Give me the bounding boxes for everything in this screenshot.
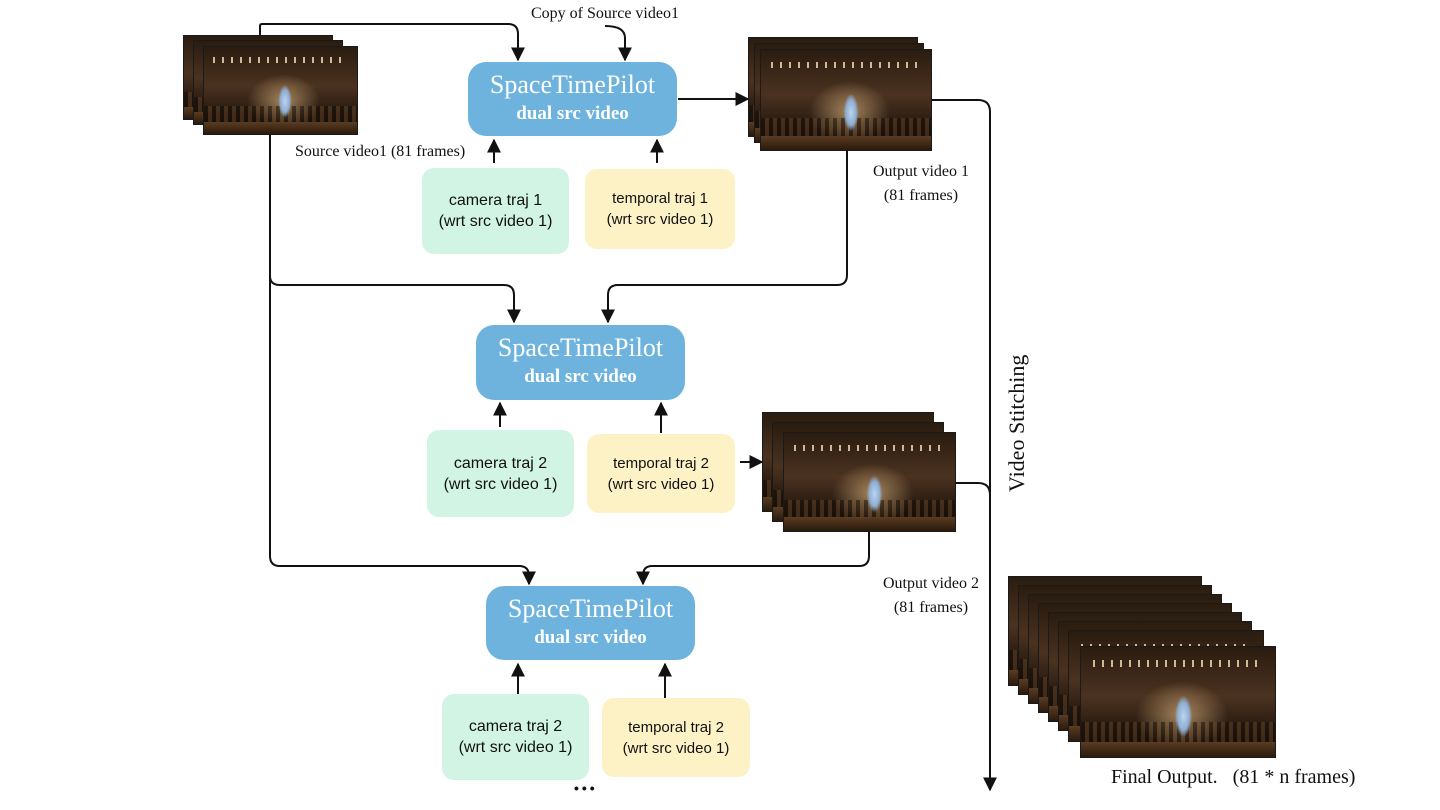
- camera-traj-box-1: camera traj 1 (wrt src video 1): [422, 168, 569, 254]
- traj-line1: temporal traj 2: [628, 718, 724, 736]
- traj-line2: (wrt src video 1): [606, 211, 714, 228]
- traj-line2: (wrt src video 1): [443, 475, 558, 493]
- block-subtitle: dual src video: [534, 627, 647, 648]
- arrow-output1-to-stitch: [932, 99, 997, 792]
- traj-line2: (wrt src video 1): [607, 475, 715, 493]
- block-title: SpaceTimePilot: [489, 70, 656, 99]
- video-stitching-label: Video Stitching: [1004, 354, 1029, 492]
- camera-traj-box-3: camera traj 2 (wrt src video 1): [442, 694, 589, 780]
- video-frame: [203, 46, 358, 135]
- spacetimepilot-block-1: SpaceTimePilot dual src video: [468, 62, 677, 136]
- traj-line2: (wrt src video 1): [438, 213, 553, 230]
- traj-line2: (wrt src video 1): [622, 739, 730, 757]
- copy-source-label: Copy of Source video1: [531, 5, 679, 22]
- output-video2-line2: (81 frames): [893, 599, 969, 616]
- output-video2-line1: Output video 2: [883, 575, 979, 592]
- traj-line1: camera traj 2: [453, 454, 548, 472]
- traj-line1: temporal traj 1: [612, 190, 708, 207]
- spacetimepilot-block-3: SpaceTimePilot dual src video: [486, 586, 695, 660]
- line-output2-to-stitch: [956, 482, 991, 496]
- output-video2-label: Output video 2 (81 frames): [872, 572, 990, 620]
- arrow-output1-to-stp2: [601, 150, 848, 324]
- traj-line1: temporal traj 2: [613, 454, 709, 472]
- temporal-traj-box-1: temporal traj 1 (wrt src video 1): [585, 169, 735, 249]
- output-video1-label: Output video 1 (81 frames): [862, 160, 980, 208]
- video-frame: [783, 432, 956, 532]
- block-subtitle: dual src video: [516, 103, 629, 124]
- video-frame: [760, 49, 932, 151]
- output-video1-line2: (81 frames): [883, 187, 959, 204]
- spacetimepilot-block-2: SpaceTimePilot dual src video: [476, 325, 685, 400]
- ellipsis-more: •••: [574, 780, 598, 796]
- video-frame: [1080, 646, 1276, 758]
- final-output-label: Final Output. (81 * n frames): [1111, 766, 1356, 788]
- arrow-source-to-stp3: [269, 195, 536, 586]
- block-subtitle: dual src video: [524, 366, 637, 387]
- arrow-source-to-stp1: [259, 23, 525, 62]
- camera-traj-box-2: camera traj 2 (wrt src video 1): [427, 430, 574, 517]
- block-title: SpaceTimePilot: [507, 594, 674, 623]
- traj-line1: camera traj 1: [448, 192, 543, 209]
- arrow-output2-to-stp3: [636, 530, 870, 586]
- source-video-label: Source video1 (81 frames): [295, 143, 466, 160]
- arrow-copy-to-stp1: [604, 25, 632, 62]
- output-video1-line1: Output video 1: [873, 163, 969, 180]
- temporal-traj-box-3: temporal traj 2 (wrt src video 1): [602, 698, 750, 777]
- temporal-traj-box-2: temporal traj 2 (wrt src video 1): [587, 434, 735, 513]
- traj-line1: camera traj 2: [468, 718, 563, 735]
- block-title: SpaceTimePilot: [497, 333, 664, 362]
- traj-line2: (wrt src video 1): [458, 739, 573, 756]
